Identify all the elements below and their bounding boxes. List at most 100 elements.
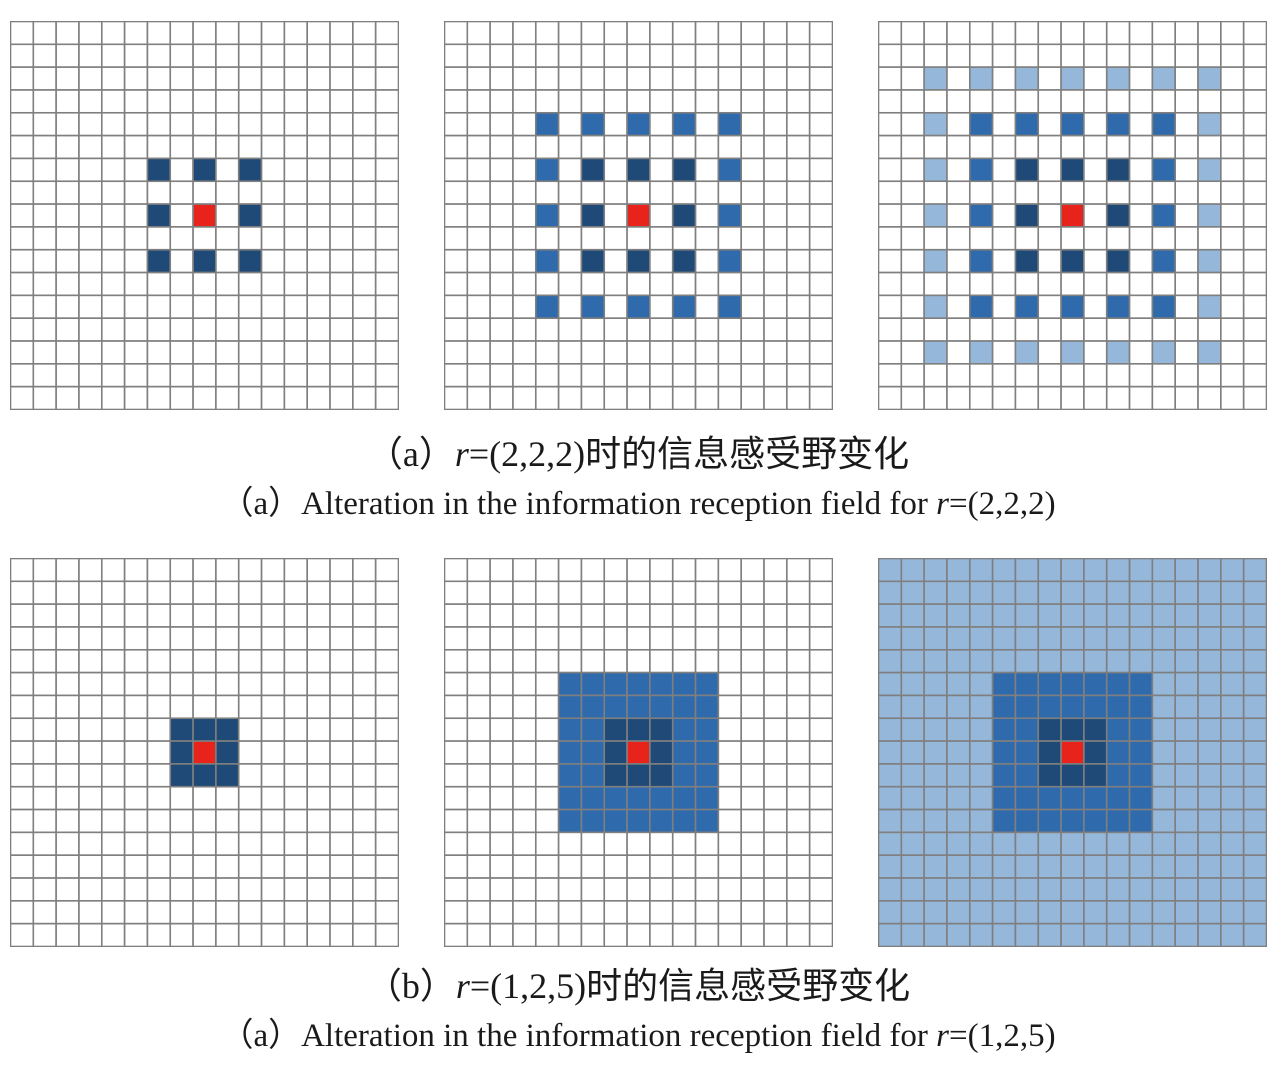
grid-cell [763,580,788,605]
grid-cell [1083,134,1108,160]
grid-cell [1174,111,1199,137]
field-cell-level-1 [146,203,172,228]
grid-cell [1220,21,1245,46]
grid-cell [192,294,217,320]
field-cell-level-3 [923,66,948,91]
grid-cell [260,740,286,765]
field-cell-level-3 [991,558,1017,583]
grid-cell [306,89,331,114]
grid-cell [215,363,240,388]
grid-cell [192,317,217,342]
grid-cell [1083,203,1108,228]
grid-cell [717,626,743,651]
grid-cell [374,226,399,251]
grid-cell [192,694,217,720]
grid-cell [466,43,491,68]
grid-cell [215,43,240,68]
grid-cell [1220,111,1245,137]
grid-cell [192,21,217,46]
field-cell-level-3 [1060,877,1085,902]
grid-cell [374,694,399,720]
grid-cell [900,180,925,205]
grid-cell [649,111,674,137]
grid-cell [237,785,263,811]
field-cell-level-3 [1037,900,1062,925]
grid-cell [444,900,469,925]
field-cell-level-1 [626,248,651,274]
grid-cell [352,21,377,46]
grid-cell [192,808,217,834]
grid-cell [237,694,263,720]
grid-cell [489,385,514,410]
grid-cell [991,294,1017,320]
grid-cell [557,340,583,365]
grid-cell [786,317,811,342]
grid-cell [374,626,399,651]
grid-cell [466,66,491,91]
field-cell-level-2 [1037,671,1062,697]
grid-cell [740,157,765,183]
grid-cell [283,21,309,46]
grid-cell [306,294,331,320]
field-cell-level-3 [1151,854,1177,879]
field-cell-level-3 [968,603,994,628]
field-cell-level-3 [1242,854,1267,879]
grid-cell [32,580,57,605]
field-cell-level-3 [1151,66,1177,91]
grid-cell [352,248,377,274]
grid-cell [740,877,765,902]
grid-cell [352,43,377,68]
grid-cell [444,203,469,228]
grid-cell [740,66,765,91]
grid-cell [786,271,811,297]
grid-cell [192,226,217,251]
grid-cell [329,854,354,879]
field-cell-level-2 [671,763,697,788]
grid-cell [10,626,35,651]
field-cell-level-3 [900,854,925,879]
grid-cell [306,671,331,697]
grid-cell [671,43,697,68]
grid-cell [717,831,743,857]
field-cell-level-3 [1105,558,1131,583]
field-cell-level-3 [1197,248,1222,274]
field-cell-level-3 [1220,808,1245,834]
grid-cell [78,580,103,605]
grid-cell [123,203,149,228]
grid-cell [786,203,811,228]
grid-cell [603,89,628,114]
grid-cell [352,271,377,297]
grid-cell [763,21,788,46]
grid-cell [260,43,286,68]
field-cell-level-2 [991,740,1017,765]
grid-cell [146,763,172,788]
field-cell-level-3 [946,740,971,765]
grid-cell [215,900,240,925]
field-cell-level-3 [968,900,994,925]
grid-cell [100,717,126,742]
field-cell-level-3 [1151,603,1177,628]
field-cell-level-3 [1060,648,1085,674]
grid-cell [466,922,491,947]
field-cell-level-3 [1220,831,1245,857]
grid-cell [283,648,309,674]
grid-cell [489,763,514,788]
grid-cell [237,385,263,410]
field-cell-level-2 [671,785,697,811]
grid-cell [352,294,377,320]
grid-cell [215,558,240,583]
field-cell-level-3 [1197,785,1222,811]
grid-cell [192,134,217,160]
field-cell-level-1 [169,740,194,765]
grid-cell [603,180,628,205]
grid-cell [78,248,103,274]
grid-cell [123,854,149,879]
field-cell-level-3 [900,717,925,742]
grid-cell [717,922,743,947]
grid-cell [808,271,833,297]
grid-cell [740,385,765,410]
field-cell-level-2 [557,808,583,834]
grid-cell [991,43,1017,68]
field-cell-level-3 [1174,740,1199,765]
grid-cell [763,340,788,365]
